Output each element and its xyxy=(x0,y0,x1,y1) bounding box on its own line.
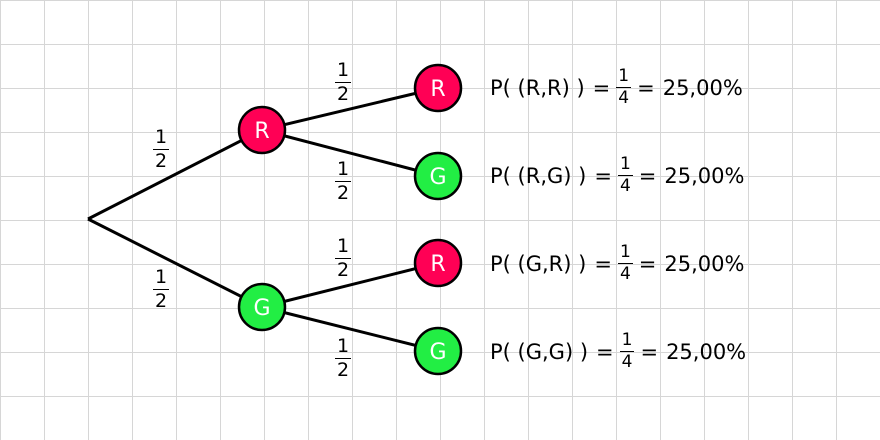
outcome-fraction-num: 1 xyxy=(617,242,633,264)
edge-root-to-l1-g xyxy=(87,217,263,309)
outcome-lhs: P( (R,R) ) xyxy=(490,75,585,100)
outcome-percent: 25,00% xyxy=(664,163,745,188)
edge-prob-l1-2: 1 2 xyxy=(153,266,170,312)
node-l2-1: R xyxy=(413,63,463,113)
node-l2-3-label: R xyxy=(430,252,445,277)
node-l2-1-label: R xyxy=(430,77,445,102)
node-l1-2: G xyxy=(237,282,287,332)
outcome-fraction-num: 1 xyxy=(616,66,632,88)
outcome-lhs: P( (R,G) ) xyxy=(490,163,587,188)
node-l1-2-label: G xyxy=(253,296,270,321)
edge-prob-l2-2: 1 2 xyxy=(335,158,352,204)
edge-l1-r-to-l2-1 xyxy=(261,86,439,132)
outcome-percent: 25,00% xyxy=(662,75,743,100)
node-l2-2: G xyxy=(413,151,463,201)
outcome-equals-2: = xyxy=(638,251,657,276)
outcome-lhs: P( (G,R) ) xyxy=(490,251,587,276)
edge-l1-g-to-l2-4 xyxy=(261,305,439,353)
edge-prob-l2-3-den: 2 xyxy=(337,259,350,281)
edge-l1-r-to-l2-2 xyxy=(261,128,439,178)
edge-prob-l2-1-num: 1 xyxy=(335,59,352,83)
outcome-fraction: 1 4 xyxy=(619,330,635,372)
node-l1-1-label: R xyxy=(254,119,269,144)
outcome-fraction-num: 1 xyxy=(619,330,635,352)
edge-prob-l2-2-num: 1 xyxy=(335,158,352,182)
edge-prob-l2-2-den: 2 xyxy=(337,182,350,204)
edge-prob-l1-2-den: 2 xyxy=(155,290,168,312)
edge-l1-g-to-l2-3 xyxy=(261,261,439,309)
edge-prob-l2-3-num: 1 xyxy=(335,235,352,259)
outcome-fraction: 1 4 xyxy=(616,66,632,108)
edge-prob-l1-1-num: 1 xyxy=(153,126,170,150)
outcome-equals-2: = xyxy=(637,75,655,100)
outcome-equals-2: = xyxy=(638,163,657,188)
outcome-fraction-den: 4 xyxy=(618,88,630,108)
outcome-percent: 25,00% xyxy=(666,339,747,364)
outcome-fraction-num: 1 xyxy=(617,154,633,176)
node-l2-3: R xyxy=(413,238,463,288)
outcome-equals: = xyxy=(592,75,611,100)
edge-prob-l1-1: 1 2 xyxy=(153,126,170,172)
edge-prob-l2-1-den: 2 xyxy=(337,83,350,105)
outcome-fraction-den: 4 xyxy=(621,352,633,372)
outcome-equals-2: = xyxy=(640,339,659,364)
outcome-fraction: 1 4 xyxy=(617,242,633,284)
outcome-fraction-den: 4 xyxy=(619,176,631,196)
outcome-equals: = xyxy=(594,251,612,276)
node-l1-1: R xyxy=(237,105,287,155)
outcome-row: P( (R,R) ) = 1 4 = 25,00% xyxy=(490,68,743,107)
node-l2-4: G xyxy=(413,326,463,376)
edge-prob-l2-1: 1 2 xyxy=(335,59,352,105)
edge-root-to-l1-r xyxy=(87,128,263,221)
outcome-row: P( (G,R) ) = 1 4 = 25,00% xyxy=(490,244,744,283)
edge-prob-l1-1-den: 2 xyxy=(155,150,168,172)
edge-prob-l1-2-num: 1 xyxy=(153,266,170,290)
outcome-percent: 25,00% xyxy=(664,251,745,276)
outcome-row: P( (G,G) ) = 1 4 = 25,00% xyxy=(490,332,746,371)
edge-prob-l2-4-den: 2 xyxy=(337,359,350,381)
outcome-fraction: 1 4 xyxy=(617,154,633,196)
node-l2-4-label: G xyxy=(429,340,446,365)
outcome-equals: = xyxy=(594,163,612,188)
edge-prob-l2-3: 1 2 xyxy=(335,235,352,281)
edge-prob-l2-4-num: 1 xyxy=(335,335,352,359)
outcome-row: P( (R,G) ) = 1 4 = 25,00% xyxy=(490,156,744,195)
node-l2-2-label: G xyxy=(429,165,446,190)
outcome-lhs: P( (G,G) ) xyxy=(490,339,589,364)
outcome-fraction-den: 4 xyxy=(619,264,631,284)
outcome-equals: = xyxy=(596,339,614,364)
edge-prob-l2-4: 1 2 xyxy=(335,335,352,381)
